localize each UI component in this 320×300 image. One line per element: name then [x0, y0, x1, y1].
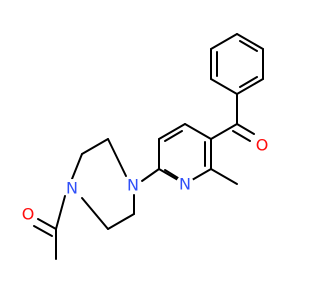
atom-label-n-pyridine: N	[179, 175, 191, 194]
bond-piperazine-1	[107, 138, 127, 177]
bond-methyl	[210, 168, 238, 185]
bond-piperazine-acetyl	[55, 195, 66, 230]
atom-o-acetyl: O	[19, 205, 37, 224]
bond-benzene-double-1	[239, 40, 258, 52]
bond-acetyl-o-2	[33, 225, 53, 237]
bond-layer	[33, 33, 264, 260]
bond-pyridine-piperazine	[141, 168, 160, 182]
atom-label-o-ketone: O	[256, 136, 269, 155]
bond-piperazine-2	[81, 138, 109, 155]
bond-pyridine-double-3	[164, 169, 179, 179]
bond-pyridine-2	[158, 123, 186, 140]
molecule-structure-diagram: O N N N O	[19, 33, 271, 260]
bond-piperazine-5	[107, 213, 135, 230]
bond-ketone-o-2	[232, 130, 251, 142]
bond-benzene-1	[236, 33, 264, 50]
bond-acetyl-o-1	[37, 218, 57, 230]
bond-pyridine-double-1	[164, 130, 183, 142]
bond-benzene-4	[210, 78, 238, 95]
atom-n-piperazine-right: N	[124, 176, 142, 195]
bond-pyridine-5	[191, 168, 212, 181]
bond-ketone-o-1	[236, 123, 255, 135]
atom-o-ketone: O	[253, 136, 271, 155]
bond-pyridine-1	[184, 123, 212, 140]
atom-label-o-acetyl: O	[22, 205, 35, 224]
atom-n-pyridine: N	[176, 175, 194, 194]
bond-benzene-3	[236, 78, 264, 95]
bond-benzene-double-2	[239, 76, 258, 88]
bond-carbonyl-pyridine	[210, 123, 238, 140]
atom-n-piperazine-left: N	[63, 179, 81, 198]
atom-label-layer: O N N N O	[19, 136, 271, 224]
atom-label-n-piperazine-left: N	[66, 179, 78, 198]
bond-piperazine-4	[81, 197, 109, 230]
bond-piperazine-3	[71, 153, 83, 180]
bond-benzene-6	[210, 33, 238, 50]
bond-pyridine-4	[158, 168, 179, 181]
atom-label-n-piperazine-right: N	[127, 176, 139, 195]
